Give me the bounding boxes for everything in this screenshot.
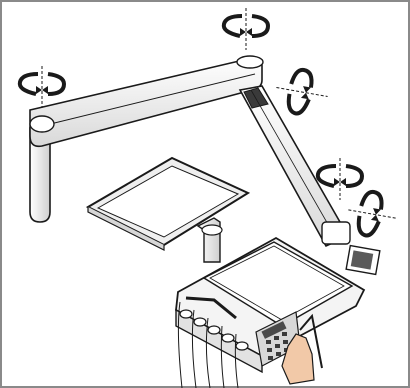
main-arm <box>30 58 262 147</box>
instrument-tray <box>88 158 248 250</box>
console-joint <box>322 222 380 274</box>
rotate-arrows-icon-top-center <box>224 8 268 50</box>
rotate-arrows-icon-post-left <box>20 66 64 108</box>
arm-joint-top <box>237 56 263 68</box>
rotate-arrows-icon-right-lower <box>345 188 400 240</box>
tray-arm <box>198 218 222 262</box>
rotate-arrows-icon-upper-right <box>273 66 332 119</box>
